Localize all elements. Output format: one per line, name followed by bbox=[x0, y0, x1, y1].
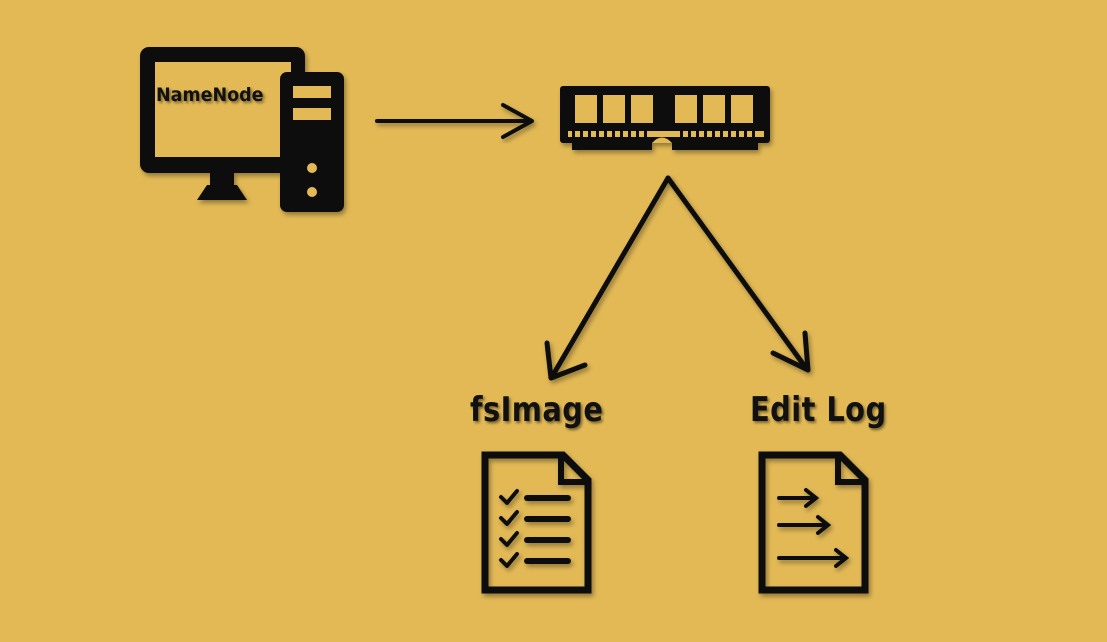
ram-module-icon bbox=[560, 86, 770, 150]
arrow-memory-to-fsimage bbox=[544, 175, 671, 381]
fsimage-label: fsImage bbox=[470, 390, 604, 430]
editlog-label: Edit Log bbox=[750, 390, 887, 430]
arrow-memory-to-editlog bbox=[665, 175, 811, 373]
checklist-document-icon bbox=[481, 451, 592, 594]
arrows-document-icon bbox=[758, 451, 869, 594]
namenode-label: NameNode bbox=[156, 84, 264, 106]
desktop-computer-icon bbox=[140, 47, 344, 212]
arrow-namenode-to-memory bbox=[375, 103, 534, 139]
